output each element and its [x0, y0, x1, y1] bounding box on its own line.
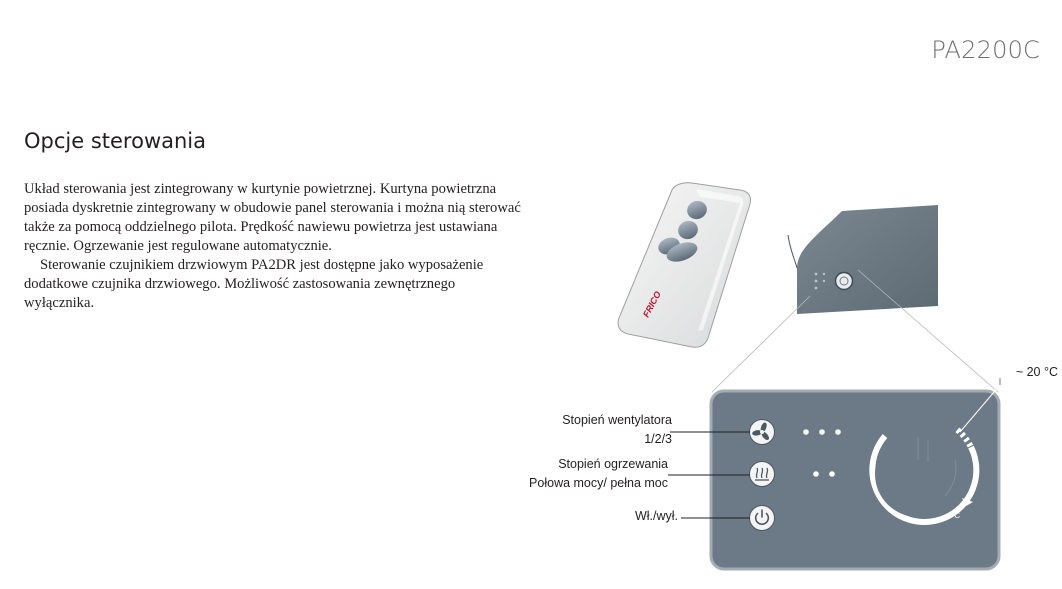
temperature-dial[interactable]: °C	[869, 425, 980, 525]
remote-power-button	[666, 242, 698, 262]
power-callout-label: Wł./wył.	[634, 509, 678, 523]
fan-callout-line1: Stopień wentylatora	[562, 413, 672, 427]
paragraph-2: Sterowanie czujnikiem drzwiowym PA2DR je…	[24, 257, 484, 311]
fan-button[interactable]	[749, 419, 775, 445]
fan-level-led-3	[835, 429, 841, 435]
power-button[interactable]	[749, 505, 775, 531]
model-name: PA2200C	[931, 36, 1040, 64]
heat-callout-line2: Połowa mocy/ pełna moc	[529, 476, 668, 490]
fan-level-led-1	[803, 429, 809, 435]
body-text: Układ sterowania jest zintegrowany w kur…	[24, 180, 524, 313]
dial-unit-label: °C	[951, 511, 960, 520]
air-curtain-unit	[787, 205, 938, 314]
temp-indicator-label: ~ 20 °C	[1015, 365, 1058, 379]
remote-control: FRICO	[617, 182, 751, 348]
control-panel: °C	[709, 384, 1001, 571]
heat-level-led-2	[829, 471, 835, 477]
fan-callout: Stopień wentylatora 1/2/3	[562, 411, 672, 449]
heat-callout: Stopień ogrzewania Połowa mocy/ pełna mo…	[529, 455, 668, 493]
remote-brand-logo: FRICO	[641, 290, 663, 319]
heat-icon	[755, 467, 769, 481]
fan-level-led-2	[819, 429, 825, 435]
section-title: Opcje sterowania	[24, 129, 207, 153]
unit-dial-icon	[834, 271, 854, 291]
fan-icon	[752, 422, 769, 441]
paragraph-1: Układ sterowania jest zintegrowany w kur…	[24, 181, 521, 254]
power-callout: Wł./wył.	[635, 507, 678, 526]
power-icon	[754, 509, 770, 525]
fan-callout-line2: 1/2/3	[644, 432, 672, 446]
remote-left-button	[658, 237, 680, 255]
heat-button[interactable]	[749, 461, 775, 487]
remote-up-button	[687, 200, 707, 220]
remote-down-button	[678, 220, 698, 240]
heat-level-led-1	[813, 471, 819, 477]
heat-callout-line1: Stopień ogrzewania	[558, 457, 668, 471]
